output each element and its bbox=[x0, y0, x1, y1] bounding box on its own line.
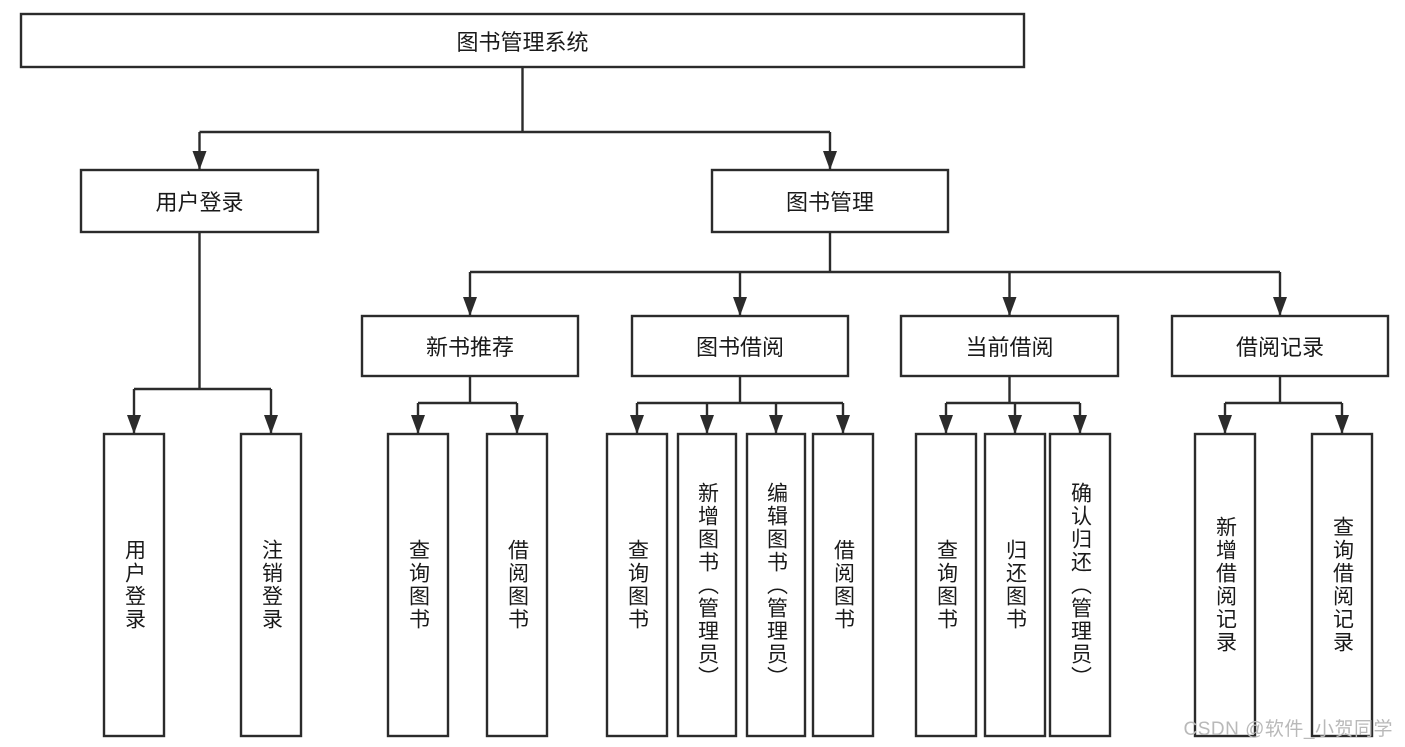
arrow-head-icon-leaf-query-record bbox=[1335, 415, 1349, 434]
arrow-head-icon-leaf-query-book-cur bbox=[939, 415, 953, 434]
arrow-head-icon-borrow-record bbox=[1273, 297, 1287, 316]
arrow-head-icon-book-borrow bbox=[733, 297, 747, 316]
boxes-layer bbox=[19, 12, 1390, 738]
node-box-user-login[interactable] bbox=[79, 168, 320, 234]
node-box-leaf-borrow-book[interactable] bbox=[811, 432, 875, 738]
arrow-head-icon-leaf-query-book-rec bbox=[411, 415, 425, 434]
node-box-current-borrow[interactable] bbox=[899, 314, 1120, 378]
node-box-leaf-add-book[interactable] bbox=[676, 432, 738, 738]
node-box-root[interactable] bbox=[19, 12, 1026, 69]
node-box-borrow-record[interactable] bbox=[1170, 314, 1390, 378]
node-box-leaf-query-book-rec[interactable] bbox=[386, 432, 450, 738]
arrow-head-icon-leaf-add-book bbox=[700, 415, 714, 434]
node-box-leaf-edit-book[interactable] bbox=[745, 432, 807, 738]
arrow-head-icon-leaf-user-logout bbox=[264, 415, 278, 434]
watermark-text: CSDN @软件_小贺同学 bbox=[1183, 719, 1393, 740]
node-box-leaf-query-book-cur[interactable] bbox=[914, 432, 978, 738]
node-box-leaf-add-record[interactable] bbox=[1193, 432, 1257, 738]
arrow-head-icon-leaf-user-login bbox=[127, 415, 141, 434]
node-box-leaf-return-book[interactable] bbox=[983, 432, 1047, 738]
arrow-head-icon-leaf-add-record bbox=[1218, 415, 1232, 434]
arrow-head-icon-leaf-query-book-borrow bbox=[630, 415, 644, 434]
node-box-leaf-query-book-borrow[interactable] bbox=[605, 432, 669, 738]
node-box-leaf-user-logout[interactable] bbox=[239, 432, 303, 738]
arrow-head-icon-leaf-return-book bbox=[1008, 415, 1022, 434]
arrow-head-icon-leaf-confirm-return bbox=[1073, 415, 1087, 434]
node-box-leaf-user-login[interactable] bbox=[102, 432, 166, 738]
node-box-leaf-query-record[interactable] bbox=[1310, 432, 1374, 738]
node-box-leaf-borrow-book-rec[interactable] bbox=[485, 432, 549, 738]
arrow-head-icon-new-book-recommend bbox=[463, 297, 477, 316]
node-box-leaf-confirm-return[interactable] bbox=[1048, 432, 1112, 738]
arrow-head-icon-user-login bbox=[192, 151, 207, 170]
arrow-head-icon-book-manage bbox=[823, 151, 837, 170]
arrow-head-icon-current-borrow bbox=[1002, 297, 1017, 316]
node-box-book-borrow[interactable] bbox=[630, 314, 850, 378]
arrow-head-icon-leaf-borrow-book bbox=[836, 415, 850, 434]
node-box-new-book-recommend[interactable] bbox=[360, 314, 580, 378]
connectors-layer bbox=[127, 67, 1349, 434]
node-box-book-manage[interactable] bbox=[710, 168, 950, 234]
arrow-head-icon-leaf-borrow-book-rec bbox=[510, 415, 524, 434]
arrow-head-icon-leaf-edit-book bbox=[769, 415, 783, 434]
